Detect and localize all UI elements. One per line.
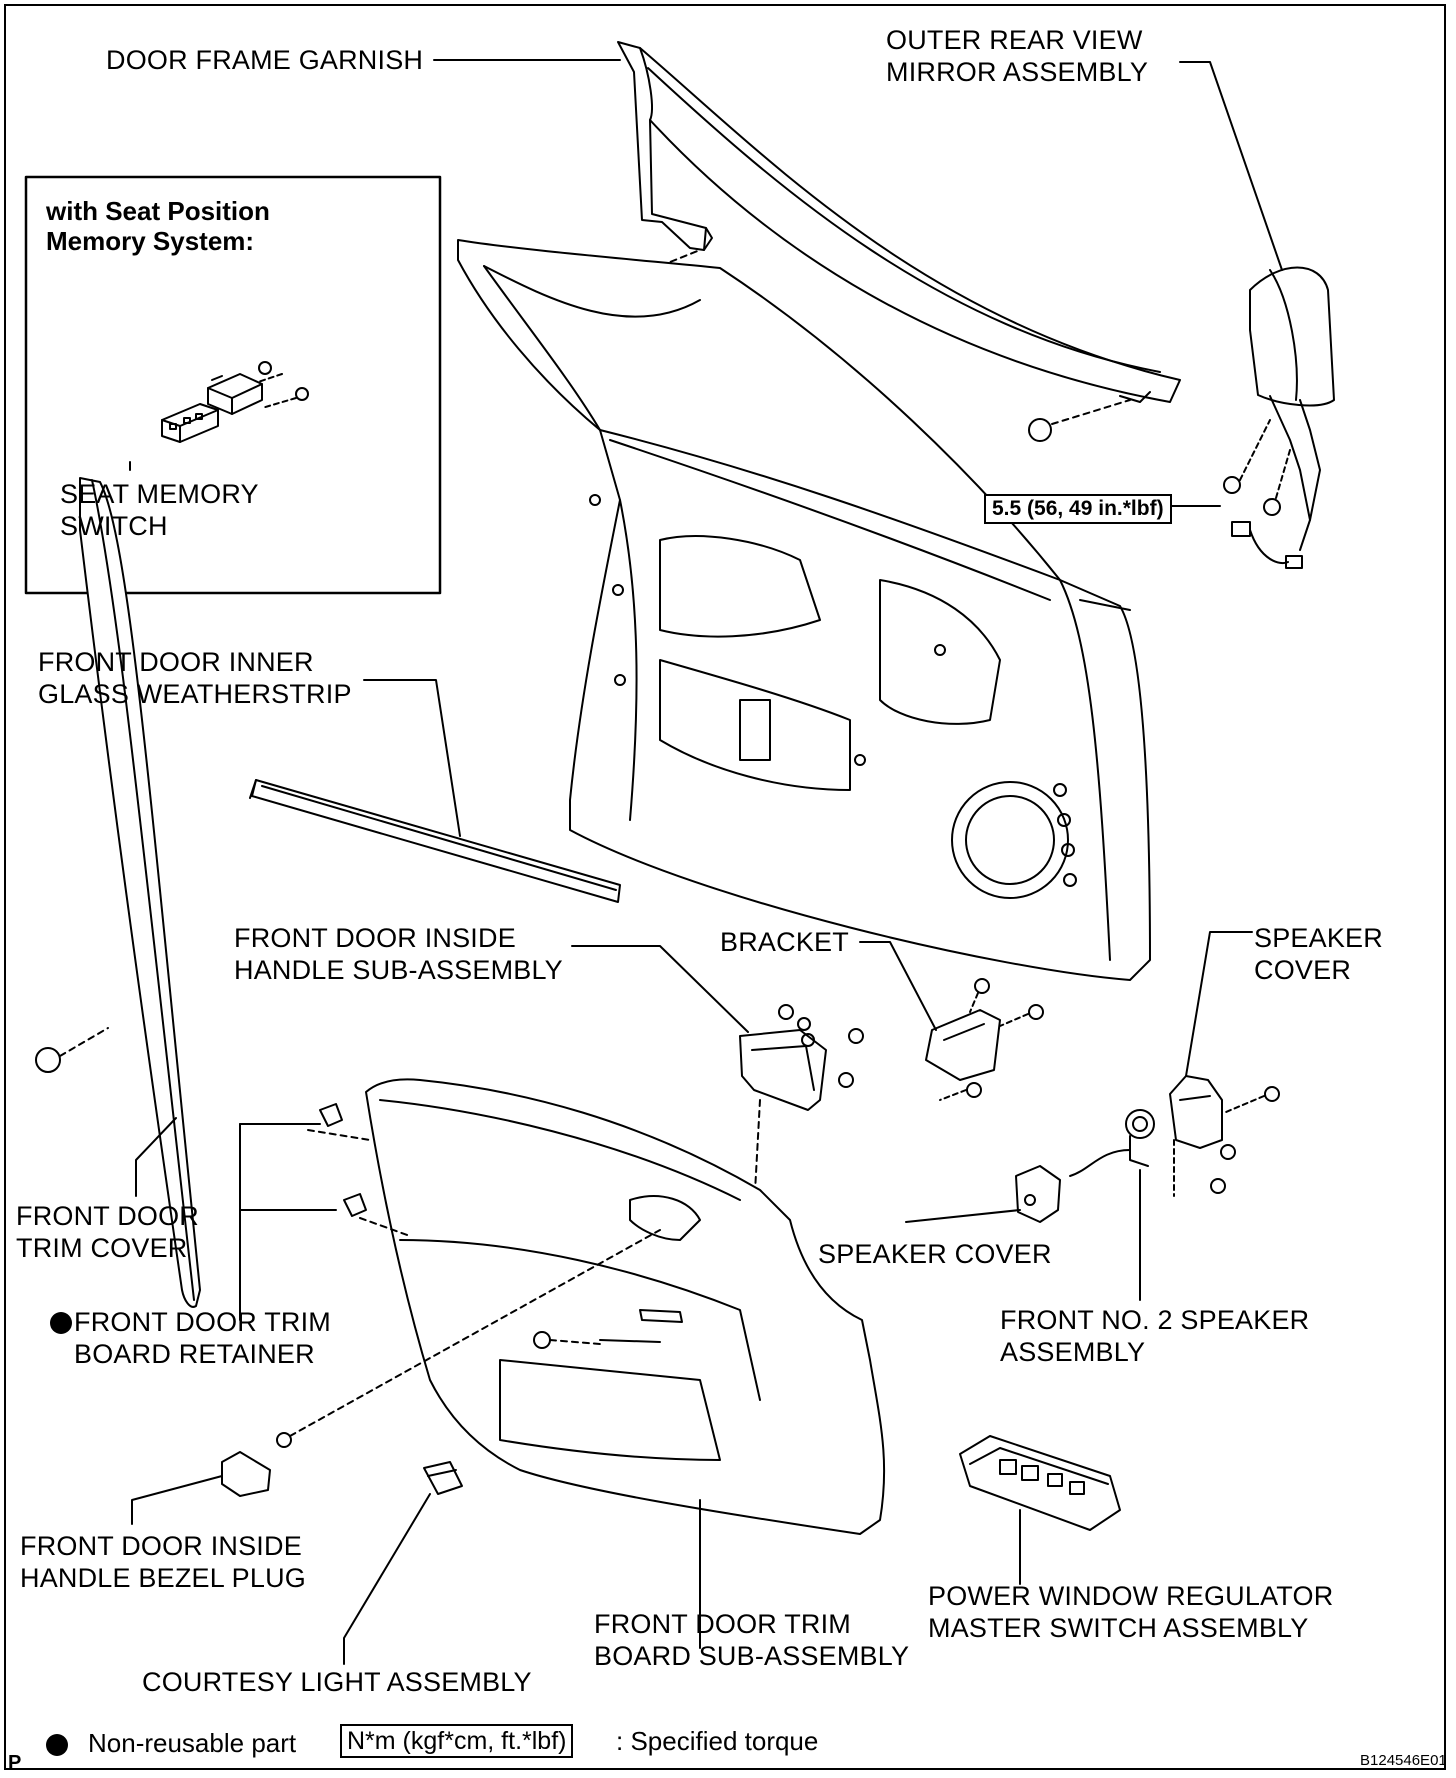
speaker-cover-mid-drawing (1015, 1165, 1061, 1223)
label-seat-memory-switch: SEAT MEMORY SWITCH (60, 479, 259, 541)
courtesy-light-drawing (423, 1461, 463, 1495)
master-switch-drawing (959, 1435, 1121, 1531)
label-bezel-plug: FRONT DOOR INSIDE HANDLE BEZEL PLUG (20, 1531, 306, 1593)
label-trim-board: FRONT DOOR TRIM BOARD SUB-ASSEMBLY (594, 1609, 910, 1671)
label-door-frame-garnish: DOOR FRAME GARNISH (106, 45, 424, 75)
label-master-switch: POWER WINDOW REGULATOR MASTER SWITCH ASS… (928, 1581, 1334, 1643)
diagram-frame (4, 4, 1446, 1770)
inside-handle-drawing (739, 1004, 864, 1211)
figure-code: B124546E01 (1360, 1752, 1447, 1769)
legend-non-reusable-dot (46, 1734, 68, 1756)
label-outer-mirror: OUTER REAR VIEW MIRROR ASSEMBLY (886, 25, 1149, 87)
door-frame-garnish-drawing (617, 41, 1181, 403)
retainer-drawings (307, 1103, 601, 1349)
seat-memory-inset-box (24, 175, 442, 595)
label-courtesy-light: COURTESY LIGHT ASSEMBLY (142, 1667, 532, 1697)
speaker-cover-top-drawing (1169, 1075, 1280, 1197)
legend-torque-desc: : Specified torque (616, 1726, 819, 1756)
label-trim-board-retainer: FRONT DOOR TRIM BOARD RETAINER (74, 1307, 331, 1369)
speaker-drawing (1069, 1109, 1155, 1177)
bracket-drawing (925, 978, 1044, 1101)
inner-weatherstrip-drawing (249, 779, 621, 903)
trim-cover-drawing (79, 477, 201, 1308)
label-speaker-cover-mid: SPEAKER COVER (818, 1239, 1052, 1269)
outer-mirror-drawing (1223, 266, 1335, 569)
torque-spec-box: 5.5 (56, 49 in.*lbf) (984, 494, 1172, 524)
inset-title: with Seat Position Memory System: (46, 196, 270, 256)
legend-torque-units-box: N*m (kgf*cm, ft.*lbf) (340, 1724, 574, 1758)
seat-memory-switch-drawing (161, 361, 309, 443)
trim-board-drawing (365, 1078, 886, 1535)
leader-lines (129, 59, 1283, 1665)
label-trim-cover: FRONT DOOR TRIM COVER (16, 1201, 199, 1263)
page-mark: P (8, 1752, 22, 1774)
label-bracket: BRACKET (720, 927, 849, 957)
label-inner-weatherstrip: FRONT DOOR INNER GLASS WEATHERSTRIP (38, 647, 352, 709)
non-reusable-dot-retainer (50, 1312, 72, 1334)
legend-non-reusable-text: Non-reusable part (88, 1728, 297, 1758)
label-speaker-cover-top: SPEAKER COVER (1254, 923, 1383, 985)
label-no2-speaker: FRONT NO. 2 SPEAKER ASSEMBLY (1000, 1305, 1310, 1367)
bezel-plug-drawing (221, 1229, 661, 1497)
door-panel-drawing (457, 239, 1151, 981)
garnish-clip-2 (1028, 418, 1052, 442)
trim-cover-clip (35, 1047, 61, 1073)
label-inside-handle: FRONT DOOR INSIDE HANDLE SUB-ASSEMBLY (234, 923, 563, 985)
torque-spec-value: 5.5 (56, 49 in.*lbf) (992, 497, 1164, 520)
